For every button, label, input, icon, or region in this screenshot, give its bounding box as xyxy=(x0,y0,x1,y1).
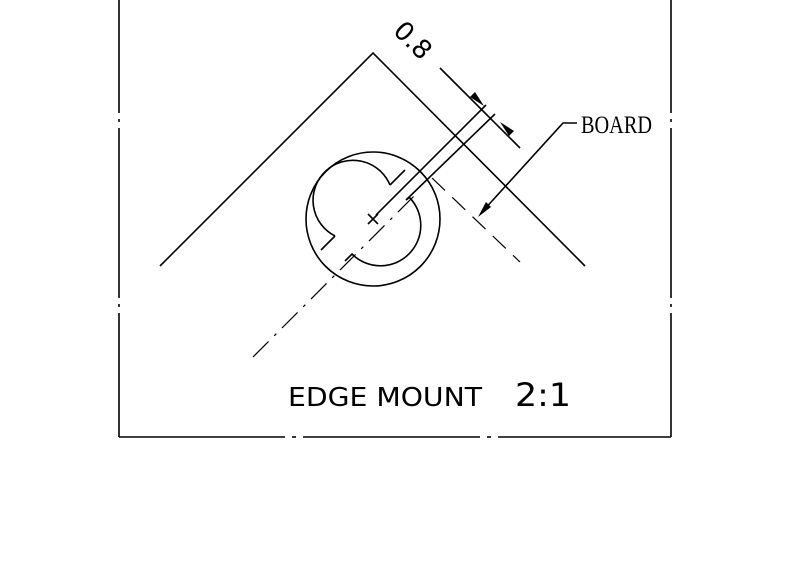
outer-circle xyxy=(305,151,441,287)
view-scale: 2:1 xyxy=(515,376,571,414)
board-label: BOARD xyxy=(581,112,652,139)
inner-keyed-hole xyxy=(312,159,422,267)
centerline xyxy=(252,191,419,358)
view-caption: EDGE MOUNT xyxy=(288,383,482,413)
dimension-label: 0.8 xyxy=(387,16,437,66)
arrowhead-icon xyxy=(500,122,514,136)
frame-border xyxy=(118,0,672,438)
slot-lines xyxy=(375,104,496,216)
board-corner-outline xyxy=(159,51,586,267)
board-leader xyxy=(478,122,577,217)
arrowhead-icon xyxy=(470,92,484,106)
center-mark xyxy=(367,213,379,225)
dimension-line xyxy=(439,67,521,149)
hidden-edge-line xyxy=(431,177,521,263)
arrowhead-icon xyxy=(478,202,491,217)
